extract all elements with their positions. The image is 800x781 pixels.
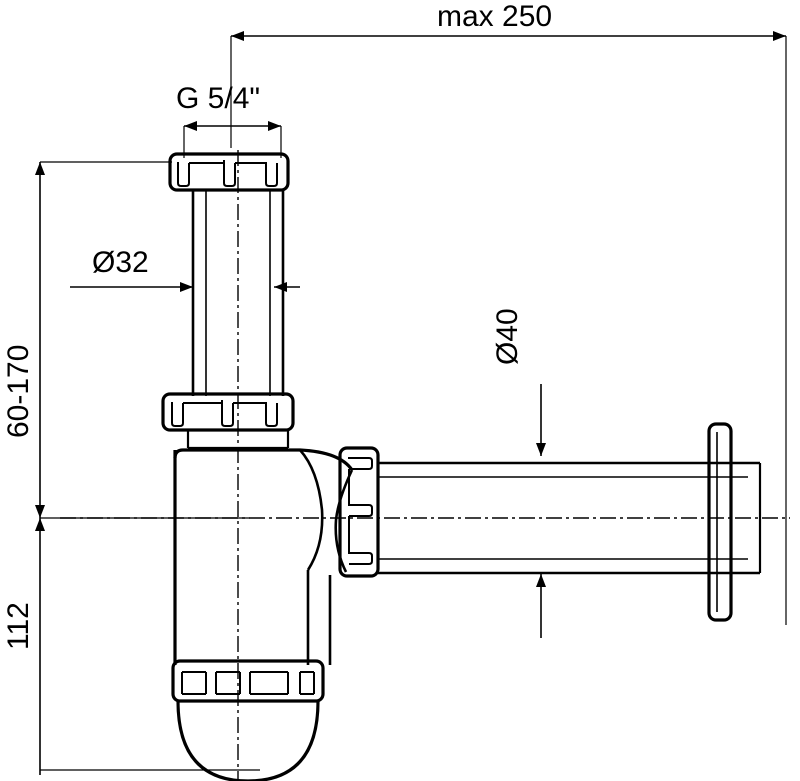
dim-label-inlet-thread: G 5/4" [176, 82, 261, 115]
dim-label-inlet-diameter: Ø32 [92, 246, 149, 279]
dim-label-outlet-diameter: Ø40 [491, 308, 524, 365]
outlet-union-nut [338, 446, 380, 578]
bottom-bowl [176, 700, 320, 781]
dim-label-lower-height: 112 [2, 602, 35, 650]
outlet-tube [378, 461, 762, 575]
inlet-nut [168, 152, 290, 192]
dim-label-height-range: 60-170 [2, 344, 35, 438]
center-lines [60, 150, 790, 779]
dim-60-170 [35, 161, 172, 518]
bottom-cap-ring [171, 659, 325, 703]
inlet-tube [191, 190, 285, 396]
upper-union-nut [161, 392, 295, 450]
trap-body [173, 448, 354, 665]
dim-label-max-250: max 250 [437, 0, 553, 33]
wall-rosette [707, 422, 733, 622]
